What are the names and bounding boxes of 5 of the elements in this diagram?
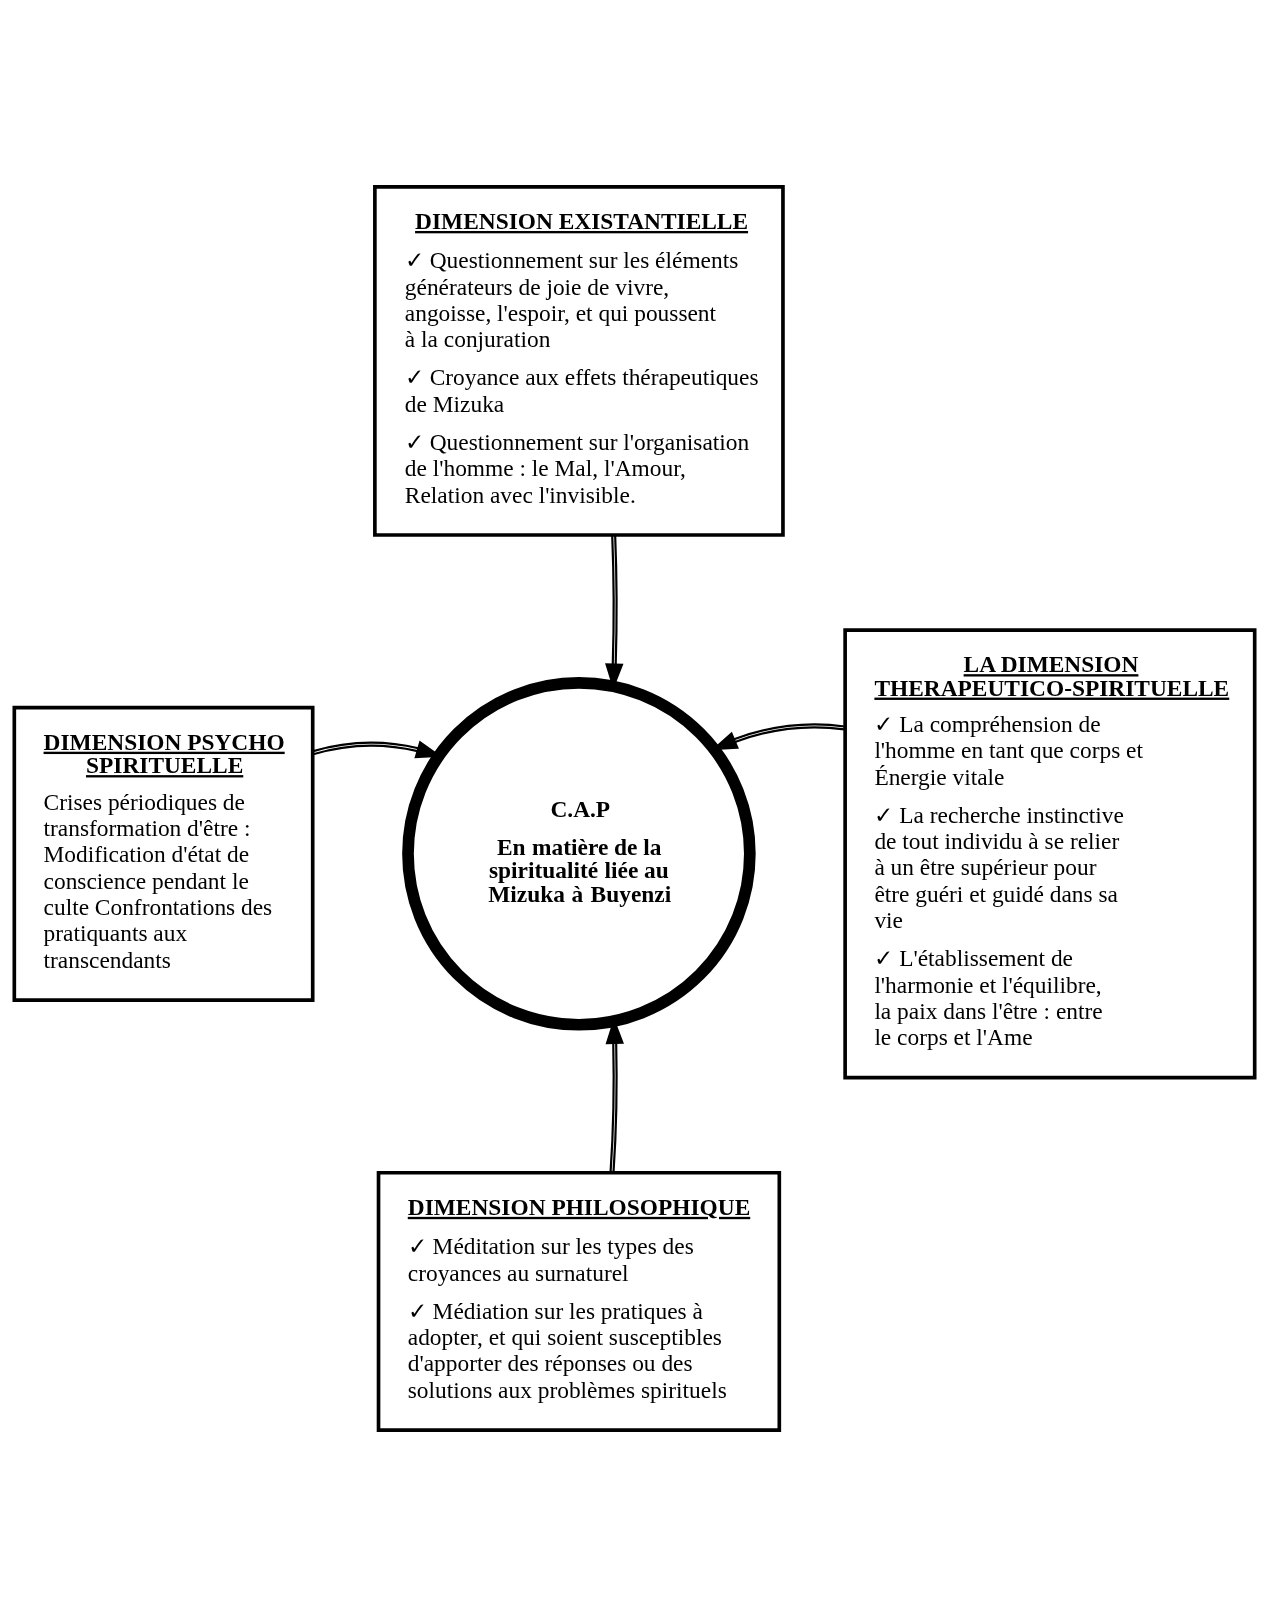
node-box: LA DIMENSION THERAPEUTICO-SPIRITUELLE ✓ La compréhension de l'homme en tant que corps et Énergie vitale ✓ La recherche instinctive de tout individu à se relier à un être supérieur pour être guéri et guidé dans sa vie ✓ L'établissement de l'harmonie et l'équilibre, la paix dans l'être : entre le corps et l'Ame: [843, 627, 1257, 1079]
node-circle: C.A.P En matière de la spiritualité liée au Mizuka à Buyenzi: [402, 676, 756, 1031]
node-box: DIMENSION PSYCHO SPIRITUELLE Crises périodiques de transformation d'être : Modification d'état de conscience pendant le culte Confrontations des pratiquants aux transcendants: [12, 705, 315, 1002]
node-box: DIMENSION EXISTANTIELLE ✓ Questionnement sur les éléments générateurs de joie de vivre, angoisse, l'espoir, et qui poussent à la conjuration ✓ Croyance aux effets thérapeutiques de Mizuka ✓ Questionnement sur l'organisation de l'homme : le Mal, l'Amour, Relation avec l'invisible.: [373, 184, 785, 537]
node-box: DIMENSION PHILOSOPHIQUE ✓ Méditation sur les types des croyances au surnaturel ✓ Médiation sur les pratiques à adopter, et qui soient susceptibles d'apporter des réponses ou des solutions aux problèmes spirituels: [376, 1170, 782, 1432]
